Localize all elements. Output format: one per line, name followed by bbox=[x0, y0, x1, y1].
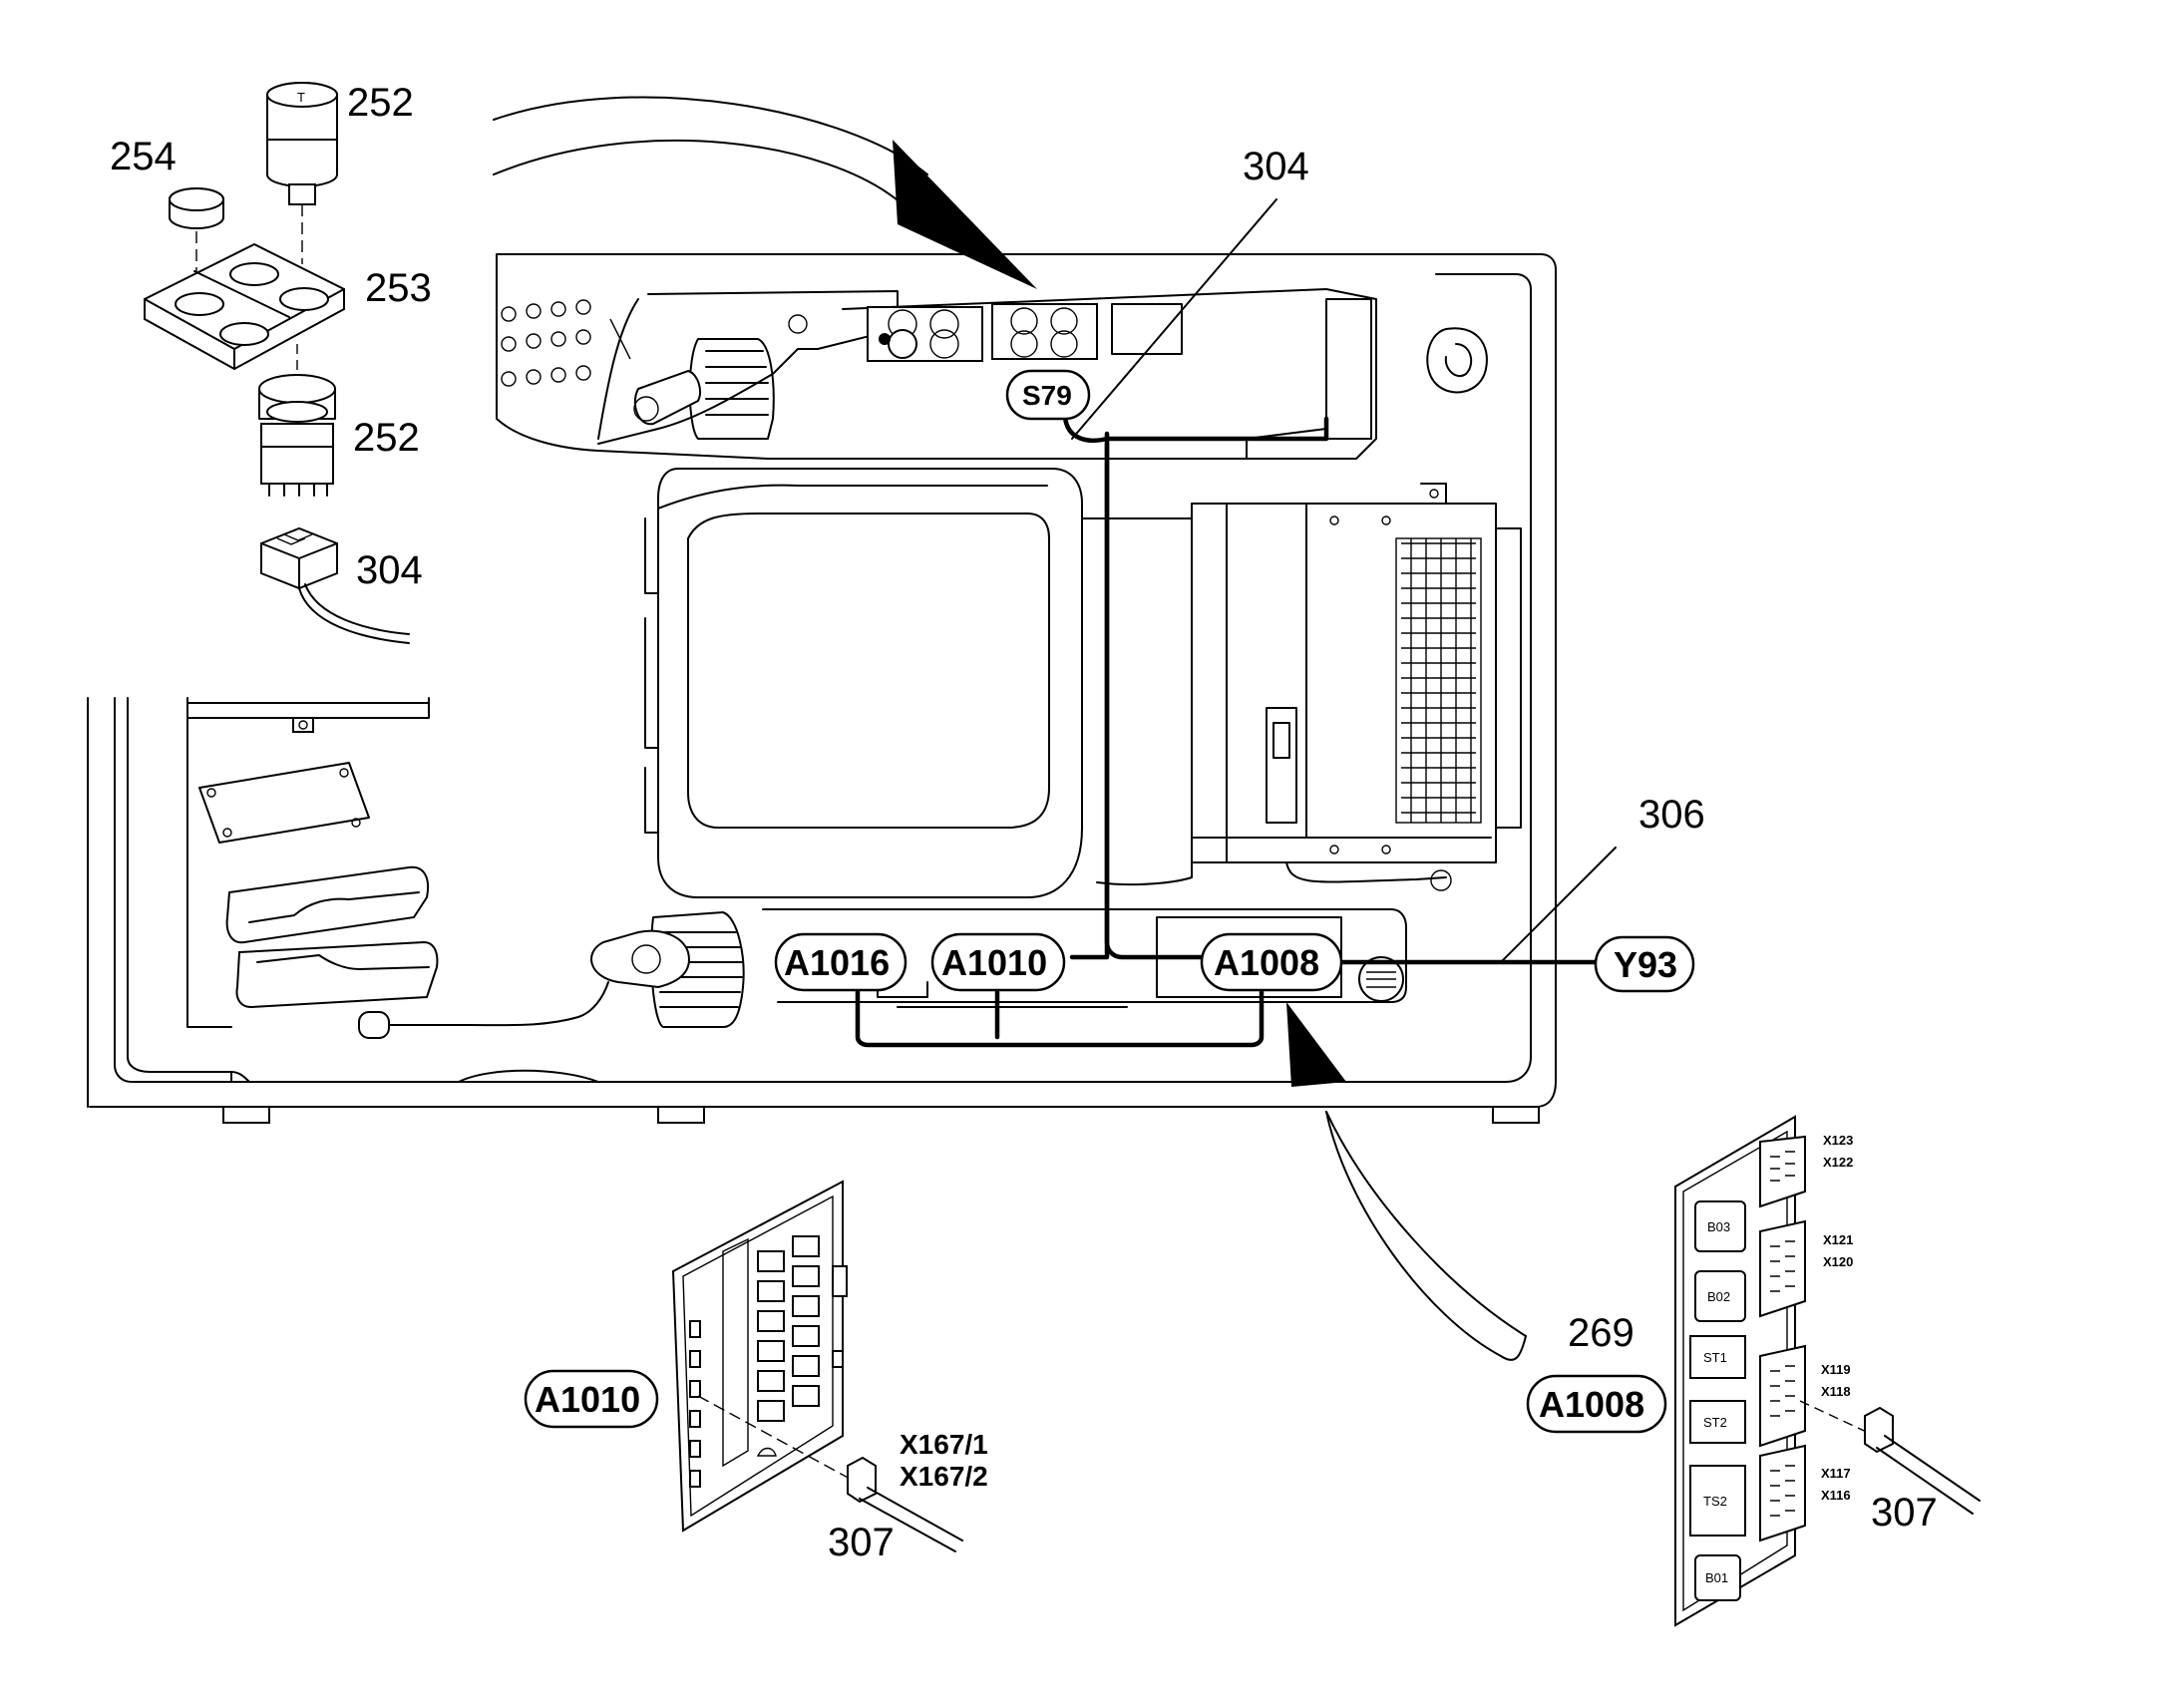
curved-arrow-bottom bbox=[1286, 1002, 1527, 1361]
board-a1010 bbox=[671, 1180, 963, 1552]
pin-label: X122 bbox=[1823, 1155, 1853, 1170]
chip-label: B02 bbox=[1707, 1289, 1730, 1304]
tag-a1010: A1010 bbox=[930, 932, 1066, 992]
seat bbox=[644, 468, 1193, 898]
callout-306: 306 bbox=[1638, 793, 1705, 837]
pin-label: X120 bbox=[1823, 1254, 1853, 1269]
callout-252-top: 252 bbox=[347, 81, 414, 125]
pin-label: X121 bbox=[1823, 1232, 1853, 1247]
svg-text:A1008: A1008 bbox=[1539, 1384, 1644, 1425]
knob-rows bbox=[501, 299, 631, 387]
svg-text:Y93: Y93 bbox=[1614, 944, 1677, 985]
relay-grid bbox=[689, 1235, 848, 1488]
heater-unit bbox=[1191, 483, 1522, 891]
pin-label: X119 bbox=[1821, 1362, 1851, 1377]
svg-text:A1010: A1010 bbox=[941, 942, 1047, 983]
callout-304-top: 304 bbox=[1243, 145, 1309, 188]
curved-arrow-top bbox=[493, 96, 1037, 289]
lower-console bbox=[590, 908, 1407, 1028]
connector-label-x167-1: X167/1 bbox=[900, 1429, 988, 1460]
pin-label: X116 bbox=[1821, 1488, 1851, 1503]
pin-label: X118 bbox=[1821, 1384, 1851, 1399]
connector-pins bbox=[1770, 1151, 1795, 1517]
pin-label: X117 bbox=[1821, 1466, 1851, 1481]
tag-a1008: A1008 bbox=[1200, 932, 1343, 992]
chip-label: ST2 bbox=[1703, 1415, 1727, 1430]
callout-253: 253 bbox=[365, 266, 432, 310]
svg-text:T: T bbox=[297, 90, 305, 105]
tag-y93: Y93 bbox=[1594, 935, 1695, 993]
callout-252-bottom: 252 bbox=[353, 416, 420, 460]
svg-text:S79: S79 bbox=[1022, 380, 1072, 411]
pin-label: X123 bbox=[1823, 1133, 1853, 1148]
callout-254: 254 bbox=[110, 135, 177, 178]
svg-text:A1008: A1008 bbox=[1214, 942, 1319, 983]
upper-console bbox=[496, 253, 1488, 460]
wiring-harness bbox=[855, 198, 1617, 1048]
tag-a1010-board: A1010 bbox=[524, 1369, 659, 1429]
switch-assembly: T bbox=[144, 82, 410, 644]
tag-a1016: A1016 bbox=[774, 932, 908, 992]
chip-label: ST1 bbox=[1703, 1350, 1727, 1365]
tag-a1008-board: A1008 bbox=[1526, 1374, 1667, 1434]
board-a1008: B03 B02 ST1 ST2 TS2 B01 X123 X122 X121 X… bbox=[1674, 1115, 1981, 1627]
svg-text:A1016: A1016 bbox=[784, 942, 890, 983]
connector-label-x167-2: X167/2 bbox=[900, 1461, 988, 1492]
chip-label: B03 bbox=[1707, 1219, 1730, 1234]
callout-307-left: 307 bbox=[828, 1521, 895, 1564]
chip-label: TS2 bbox=[1703, 1494, 1727, 1509]
tag-s79: S79 bbox=[1005, 369, 1091, 421]
joystick-upper bbox=[633, 338, 775, 440]
callout-269: 269 bbox=[1568, 1311, 1635, 1355]
svg-text:A1010: A1010 bbox=[535, 1379, 640, 1420]
callout-numbers: 252 254 253 252 304 304 306 269 307 307 bbox=[110, 81, 1938, 1564]
callout-307-right: 307 bbox=[1871, 1491, 1938, 1535]
cabin-outline bbox=[87, 253, 1557, 1124]
chip-label: B01 bbox=[1705, 1570, 1728, 1585]
callout-304-left: 304 bbox=[356, 548, 423, 592]
